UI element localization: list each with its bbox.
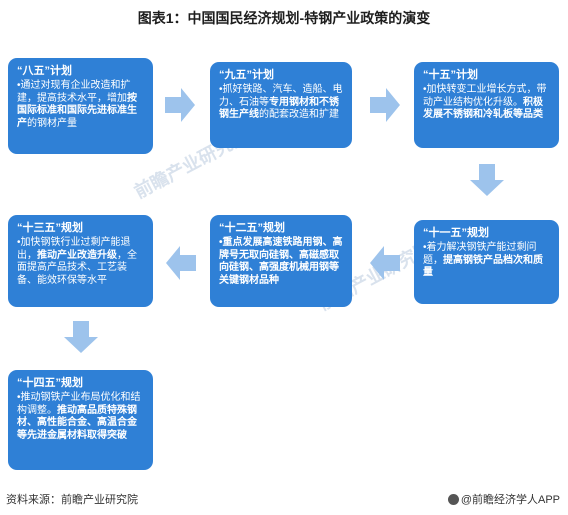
- card-text-emphasis: 推动产业改造升级: [37, 249, 117, 261]
- card-title: “十四五”规划: [17, 377, 83, 389]
- page-title: 图表1：中国国民经济规划-特钢产业政策的演变: [137, 10, 431, 26]
- policy-card-9th-plan: “九五”计划 •抓好铁路、汽车、造船、电力、石油等专用钢材和不锈钢生产线的配套改…: [210, 62, 352, 148]
- card-text: •推动钢铁产业布局优化和结构调整。: [17, 392, 141, 416]
- card-text-emphasis: 提高钢铁产品档次和质量: [423, 254, 543, 279]
- policy-card-8th-plan: “八五”计划 •通过对现有企业改造和扩建，提高技术水平，增加按国际标准和国际先进…: [8, 58, 153, 154]
- arrow-right-icon: [370, 88, 400, 122]
- arrow-left-icon: [370, 246, 400, 280]
- card-body: •推动钢铁产业布局优化和结构调整。推动高品质特殊钢材、高性能合金、高温合金等先进…: [17, 392, 145, 442]
- card-title: “十五”计划: [423, 69, 478, 81]
- card-text: •加快转变工业增长方式，带动产业结构优化升级。: [423, 84, 547, 108]
- card-body: •抓好铁路、汽车、造船、电力、石油等专用钢材和不锈钢生产线的配套改造和扩建: [219, 84, 344, 122]
- card-title: “九五”计划: [219, 69, 274, 81]
- card-text-emphasis: 积极发展不锈钢和冷轧板等品类: [423, 96, 543, 121]
- card-text: ，全面提高产品技术、工艺装备、能效环保等水平: [17, 249, 137, 286]
- arrow-right-icon: [165, 88, 195, 122]
- card-body: •通过对现有企业改造和扩建，提高技术水平，增加按国际标准和国际先进标准生产的钢材…: [17, 80, 145, 130]
- card-title: “八五”计划: [17, 65, 72, 77]
- policy-card-11th-plan: “十一五”规划 •着力解决钢铁产能过剩问题，提高钢铁产品档次和质量: [414, 220, 559, 304]
- card-text-emphasis: 按国际标准和国际先进标准生产: [17, 92, 137, 129]
- card-text-emphasis: 推动高品质特殊钢材、高性能合金、高温合金等先进金属材料取得突破: [17, 404, 137, 441]
- card-text: •抓好铁路、汽车、造船、电力、石油等: [219, 84, 343, 108]
- card-body: •着力解决钢铁产能过剩问题，提高钢铁产品档次和质量: [423, 242, 551, 280]
- brand-credit: @前瞻经济学人APP: [447, 491, 560, 507]
- brand-logo-icon: [447, 494, 459, 505]
- card-title: “十二五”规划: [219, 222, 285, 234]
- arrow-down-icon: [64, 321, 98, 353]
- card-text: •加快钢铁行业过剩产能退出，: [17, 237, 131, 261]
- policy-card-14th-plan: “十四五”规划 •推动钢铁产业布局优化和结构调整。推动高品质特殊钢材、高性能合金…: [8, 370, 153, 470]
- card-text-emphasis: •重点发展高速铁路用钢、高牌号无取向硅钢、高磁感取向硅钢、高强度机械用钢等关键钢…: [219, 237, 343, 286]
- card-text: •通过对现有企业改造和扩建，提高技术水平，增加: [17, 80, 131, 104]
- card-body: •加快钢铁行业过剩产能退出，推动产业改造升级，全面提高产品技术、工艺装备、能效环…: [17, 237, 145, 287]
- arrow-left-icon: [166, 246, 196, 280]
- card-title: “十三五”规划: [17, 222, 83, 234]
- card-text: •着力解决钢铁产能过剩问题，: [423, 242, 537, 266]
- card-body: •加快转变工业增长方式，带动产业结构优化升级。积极发展不锈钢和冷轧板等品类: [423, 84, 551, 122]
- source-note: 资料来源：前瞻产业研究院: [6, 494, 138, 506]
- policy-card-13th-plan: “十三五”规划 •加快钢铁行业过剩产能退出，推动产业改造升级，全面提高产品技术、…: [8, 215, 153, 307]
- policy-card-10th-plan: “十五”计划 •加快转变工业增长方式，带动产业结构优化升级。积极发展不锈钢和冷轧…: [414, 62, 559, 148]
- card-body: •重点发展高速铁路用钢、高牌号无取向硅钢、高磁感取向硅钢、高强度机械用钢等关键钢…: [219, 237, 344, 287]
- arrow-down-icon: [470, 164, 504, 196]
- card-text-emphasis: 专用钢材和不锈钢生产线: [219, 96, 339, 121]
- policy-card-12th-plan: “十二五”规划 •重点发展高速铁路用钢、高牌号无取向硅钢、高磁感取向硅钢、高强度…: [210, 215, 352, 307]
- brand-text: @前瞻经济学人APP: [460, 494, 560, 506]
- card-text: 的配套改造和扩建: [259, 109, 339, 120]
- card-text: 的钢材产量: [27, 117, 77, 129]
- card-title: “十一五”规划: [423, 227, 489, 239]
